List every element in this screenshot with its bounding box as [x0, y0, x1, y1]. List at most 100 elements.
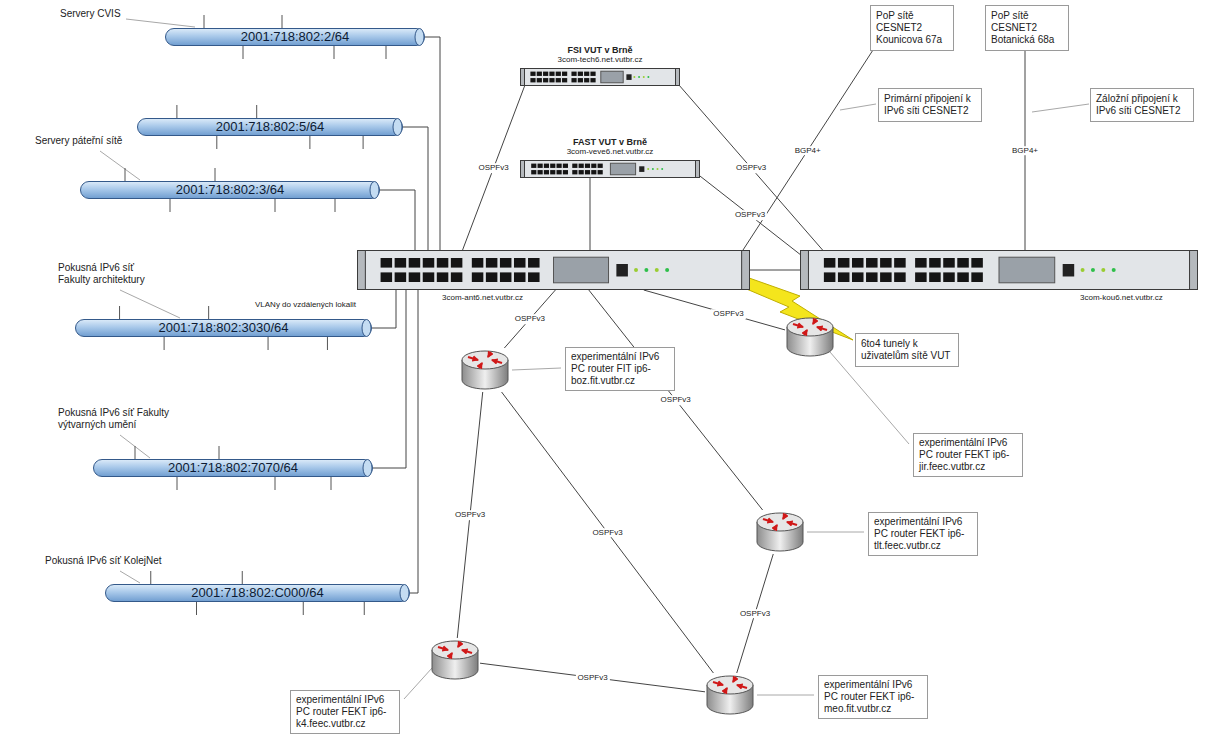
- subnet-bus-shape: [75, 319, 372, 337]
- host-name: 3com-veve6.net.vutbr.cz: [460, 147, 760, 157]
- protocol-label: OSPFv3: [575, 673, 609, 683]
- text-holder: 2001:718:802:3/64: [80, 181, 380, 199]
- host-stubs: [120, 15, 386, 615]
- router-icon: [755, 510, 805, 554]
- note-box: 6to4 tunely k uživatelům sítě VUT: [855, 333, 959, 367]
- subnet-address: 2001:718:802:3/64: [176, 182, 284, 198]
- subnet-address: 2001:718:802:C000/64: [191, 585, 323, 601]
- note-box: PoP sítě CESNET2 Kounicova 67a: [870, 5, 954, 51]
- router: experimentální IPv6 PC router FEKT ip6-m…: [705, 673, 755, 717]
- link-line: [589, 290, 763, 510]
- router-label-box: experimentální IPv6 PC router FEKT ip6-m…: [818, 675, 928, 719]
- link-line: [502, 392, 714, 673]
- subnet-address: 2001:718:802:7070/64: [168, 460, 298, 476]
- host-name: 3com-kou6.net.vutbr.cz: [1080, 293, 1163, 303]
- router: experimentální IPv6 PC router FEKT ip6-t…: [755, 510, 805, 554]
- link-line: [372, 290, 396, 328]
- router-label-box: experimentální IPv6 PC router FIT ip6-bo…: [565, 347, 675, 391]
- subnet-heading: Pokusná IPv6 síť Fakulty architektury: [58, 262, 158, 286]
- switch-caption: FSI VUT v Brně3com-tech6.net.vutbr.cz: [460, 45, 740, 65]
- router-icon: [430, 638, 480, 682]
- link-line: [743, 51, 872, 250]
- switch-caption: 3com-ant6.net.vutbr.cz: [442, 293, 523, 303]
- link-line: [373, 290, 406, 468]
- host-name: 3com-ant6.net.vutbr.cz: [442, 293, 523, 303]
- text-holder: Pokusná IPv6 síť KolejNet: [45, 555, 162, 567]
- router: experimentální IPv6 PC router FIT ip6-bo…: [460, 348, 510, 392]
- protocol-label: OSPFv3: [738, 609, 772, 619]
- note-text: Primární připojení k IPv6 síti CESNET2: [884, 93, 976, 117]
- subnet-heading: Servery páteřní sítě: [35, 135, 122, 147]
- text-holder: Servery páteřní sítě: [35, 135, 122, 147]
- text-holder: 2001:718:802:2/64: [165, 28, 425, 46]
- switch-shape: [800, 250, 1198, 290]
- note-label: VLANy do vzdálených lokalit: [255, 300, 356, 310]
- protocol-label: OSPFv3: [734, 163, 768, 173]
- router-label-box: experimentální IPv6 PC router FEKT ip6-t…: [868, 512, 978, 556]
- switch-shape: [357, 250, 750, 290]
- router-label-box: experimentální IPv6 PC router FEKT ip6-k…: [290, 690, 400, 734]
- router-label-box: experimentální IPv6 PC router FEKT ip6-j…: [913, 433, 1023, 477]
- subnet-bus-shape: [105, 584, 410, 602]
- subnet-heading: Pokusná IPv6 síť Fakulty výtvarných uměn…: [58, 407, 173, 431]
- link-line: [680, 86, 823, 250]
- text-holder: Pokusná IPv6 síť Fakulty výtvarných uměn…: [58, 407, 173, 431]
- router-icon: [705, 673, 755, 717]
- router-label: experimentální IPv6 PC router FEKT ip6-k…: [296, 694, 394, 730]
- text-holder: 2001:718:802:7070/64: [93, 459, 373, 477]
- subnet-bus-shape: [165, 28, 425, 46]
- switch-shape: [520, 160, 700, 178]
- text-holder: 2001:718:802:C000/64: [105, 584, 410, 602]
- protocol-label: OSPFv3: [590, 528, 624, 538]
- protocol-label: BGP4+: [1010, 146, 1040, 156]
- link-line: [410, 290, 418, 593]
- router: experimentální IPv6 PC router FEKT ip6-k…: [430, 638, 480, 682]
- switch: 3com-ant6.net.vutbr.cz: [357, 250, 750, 290]
- note-box: Záložní připojení k IPv6 síti CESNET2: [1090, 88, 1194, 122]
- link-line: [737, 554, 774, 673]
- protocol-label: OSPFv3: [453, 510, 487, 520]
- link-line: [700, 176, 800, 254]
- link-line: [590, 178, 591, 250]
- link-line: [457, 392, 482, 638]
- router: experimentální IPv6 PC router FEKT ip6-j…: [785, 315, 835, 359]
- subnet-bus-shape: [93, 459, 373, 477]
- subnet-address: 2001:718:802:2/64: [241, 29, 349, 45]
- router-label: experimentální IPv6 PC router FIT ip6-bo…: [571, 351, 669, 387]
- note-box: PoP sítě CESNET2 Botanická 68a: [985, 5, 1069, 51]
- subnet-bus: Servery CVIS2001:718:802:2/64: [165, 28, 425, 46]
- host-name: 3com-tech6.net.vutbr.cz: [460, 55, 740, 65]
- router-icon: [460, 348, 510, 392]
- switch: FSI VUT v Brně3com-tech6.net.vutbr.cz: [520, 68, 680, 86]
- link-line: [425, 37, 440, 250]
- router-label: experimentální IPv6 PC router FEKT ip6-j…: [919, 437, 1017, 473]
- site-name: FAST VUT v Brně: [460, 137, 760, 148]
- protocol-label: OSPFv3: [711, 309, 745, 319]
- text-holder: Pokusná IPv6 síť Fakulty architektury: [58, 262, 158, 286]
- note-text: Záložní připojení k IPv6 síti CESNET2: [1096, 93, 1188, 117]
- router-icon: [785, 315, 835, 359]
- subnet-bus-shape: [137, 118, 403, 136]
- subnet-bus: Servery páteřní sítě2001:718:802:3/64: [80, 181, 380, 199]
- router-label: experimentální IPv6 PC router FEKT ip6-m…: [824, 679, 922, 715]
- tunnel-bolt: [730, 273, 853, 340]
- text-holder: 2001:718:802:5/64: [137, 118, 403, 136]
- subnet-heading: Pokusná IPv6 síť KolejNet: [45, 555, 162, 567]
- text-holder: 2001:718:802:3030/64: [75, 319, 372, 337]
- subnet-heading: Servery CVIS: [60, 8, 121, 20]
- protocol-label: OSPFv3: [733, 210, 767, 220]
- protocol-label: BGP4+: [793, 146, 823, 156]
- link-line: [380, 190, 415, 250]
- subnet-address: 2001:718:802:5/64: [216, 119, 324, 135]
- protocol-label: OSPFv3: [476, 163, 510, 173]
- text-holder: Servery CVIS: [60, 8, 121, 20]
- link-line: [644, 290, 785, 330]
- protocol-label: OSPFv3: [659, 395, 693, 405]
- leader-lines: [100, 19, 1089, 699]
- note-text: 6to4 tunely k uživatelům sítě VUT: [861, 338, 953, 362]
- link-line: [480, 663, 705, 692]
- link-line: [463, 86, 525, 250]
- note-text: PoP sítě CESNET2 Botanická 68a: [991, 10, 1063, 46]
